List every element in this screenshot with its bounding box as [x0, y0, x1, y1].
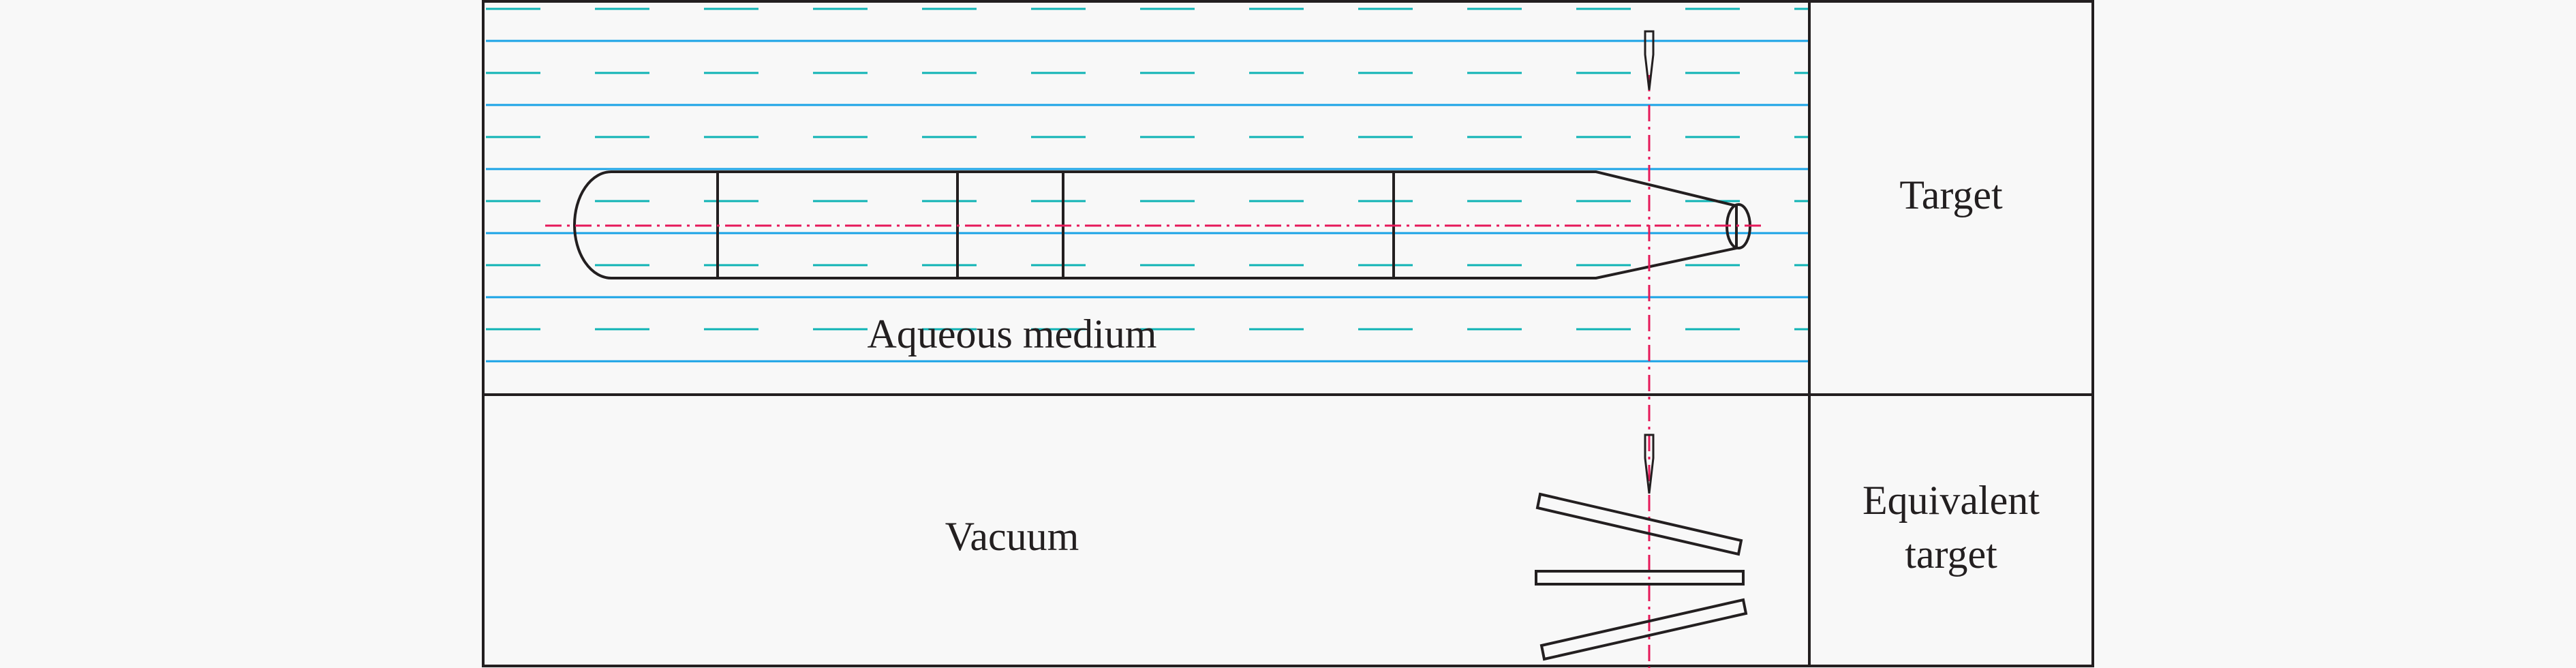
frame	[482, 0, 2094, 667]
aqueous-medium-label: Aqueous medium	[868, 312, 1157, 356]
equivalent-target-label-line2: target	[1905, 532, 1997, 577]
fragment-lower	[1644, 434, 1655, 494]
axis-lines	[545, 75, 1765, 668]
outer-border	[482, 0, 2094, 667]
water-lines	[486, 7, 1808, 363]
equivalent-target-label-line1: Equivalent	[1862, 478, 2040, 523]
plate-middle	[1535, 570, 1745, 586]
plate-upper	[1535, 492, 1743, 556]
equivalent-target-plates	[1535, 492, 1748, 661]
target-label: Target	[1899, 172, 2003, 217]
fragment-upper	[1644, 30, 1655, 91]
fragments	[1644, 30, 1655, 494]
vacuum-label: Vacuum	[945, 514, 1079, 559]
plate-lower	[1539, 598, 1748, 661]
projectile-outline	[573, 170, 1738, 279]
